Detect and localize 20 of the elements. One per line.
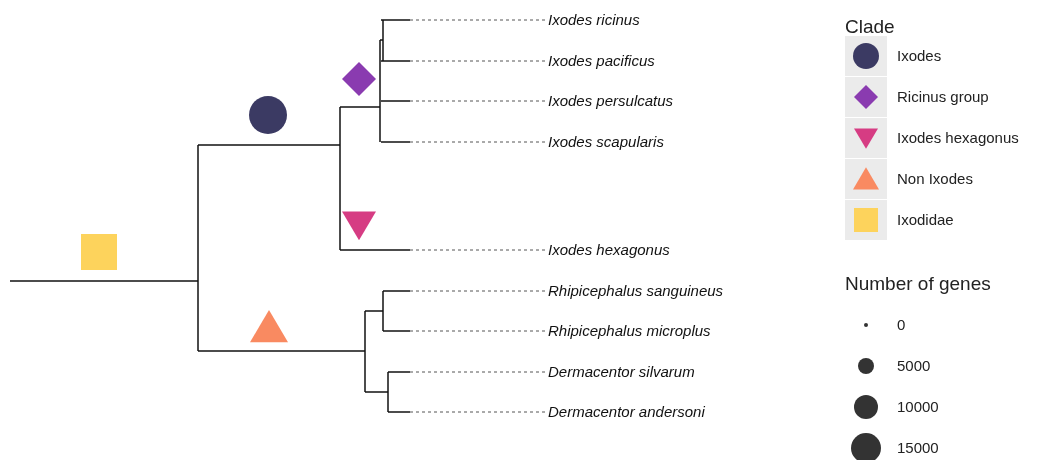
legend-label: 0 [897,316,906,334]
species-label: Ixodes ricinus [548,11,640,29]
species-label: Dermacentor silvarum [548,363,695,381]
species-label: Ixodes hexagonus [548,241,670,259]
legend-label: 15000 [897,439,939,457]
species-label: Rhipicephalus sanguineus [548,282,724,300]
species-label: Ixodes scapularis [548,133,664,151]
legend-label: Non Ixodes [897,170,973,188]
legend-label: 5000 [897,357,931,375]
legend-title: Clade [845,16,895,38]
species-label: Dermacentor andersoni [548,403,705,421]
legend-title: Number of genes [845,273,991,295]
legend-label: Ricinus group [897,88,989,106]
species-label: Ixodes persulcatus [548,92,674,110]
species-label: Rhipicephalus microplus [548,322,711,340]
species-label: Ixodes pacificus [548,52,655,70]
legend-label: 10000 [897,398,939,416]
legend-label: Ixodidae [897,211,954,229]
legend-label: Ixodes [897,47,942,65]
legend-label: Ixodes hexagonus [897,129,1019,147]
